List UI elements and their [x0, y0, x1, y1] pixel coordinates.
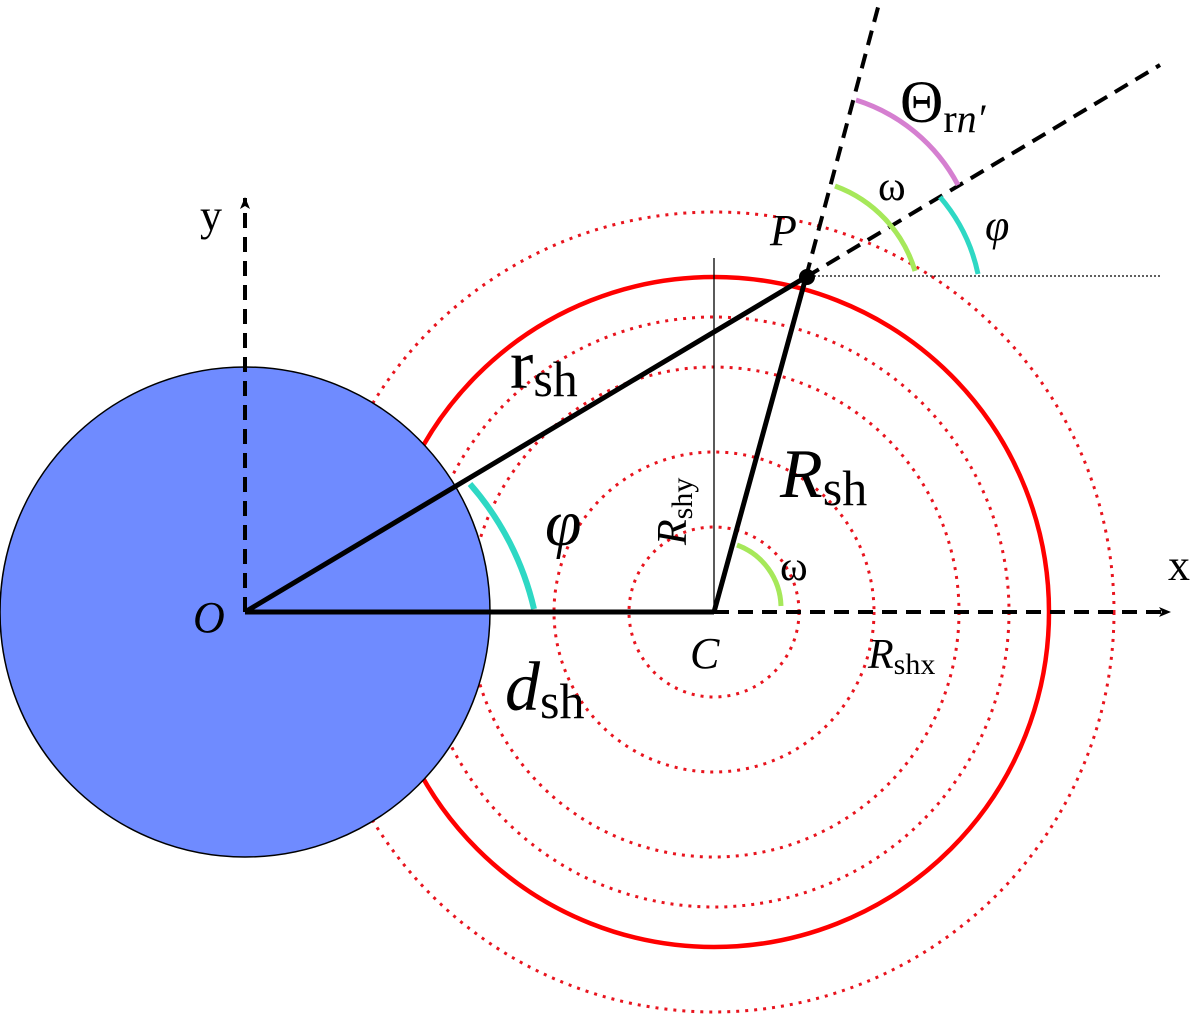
label-P: P [769, 206, 797, 255]
label-y: y [200, 191, 222, 240]
phi-arc-at-P [938, 195, 981, 275]
label-C: C [690, 629, 720, 678]
r-sh-line [243, 274, 808, 615]
label-d-sh: dsh [505, 649, 584, 729]
label-R-shx: Rshx [867, 632, 935, 681]
dotted-circle-2 [552, 450, 876, 774]
label-x: x [1168, 541, 1190, 590]
label-theta: Θrn′ [900, 69, 987, 141]
label-O: O [193, 593, 225, 642]
label-r-sh: rsh [510, 327, 578, 407]
R-sh-line [711, 276, 809, 613]
point-P [799, 269, 815, 285]
theta-arc-at-P [855, 97, 961, 187]
label-omega-C: ω [780, 544, 808, 590]
omega-arc-at-P [834, 183, 918, 272]
R-sh-extension [804, 0, 882, 278]
label-omega-P: ω [878, 164, 906, 210]
label-R-shy: Rshy [650, 478, 699, 546]
label-phi-O: φ [545, 487, 582, 560]
label-phi-P: φ [985, 201, 1009, 250]
dotted-circle-5 [312, 210, 1116, 1014]
phi-arc-at-O [467, 482, 537, 610]
r-sh-extension [804, 63, 1162, 279]
omega-arc-at-C [736, 542, 784, 607]
label-R-sh: Rsh [779, 436, 867, 516]
